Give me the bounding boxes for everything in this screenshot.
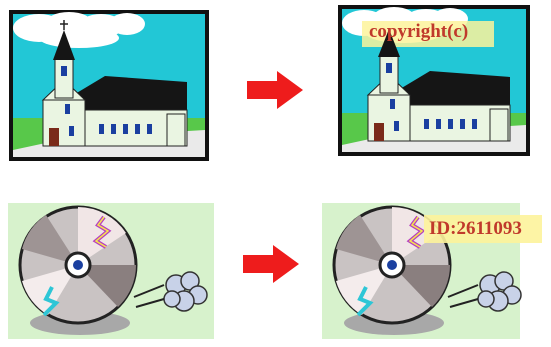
arrow-right-icon: [243, 245, 299, 283]
id-watermark-label: ID:2611093: [429, 218, 522, 240]
arrow-right-icon: [247, 71, 303, 109]
original-cd-image: [8, 203, 214, 339]
watermarked-church-image: copyright(c): [338, 5, 530, 156]
watermarked-cd-image: ID:2611093: [322, 203, 542, 339]
original-church-image: [9, 10, 209, 161]
copyright-watermark-label: copyright(c): [369, 21, 468, 43]
